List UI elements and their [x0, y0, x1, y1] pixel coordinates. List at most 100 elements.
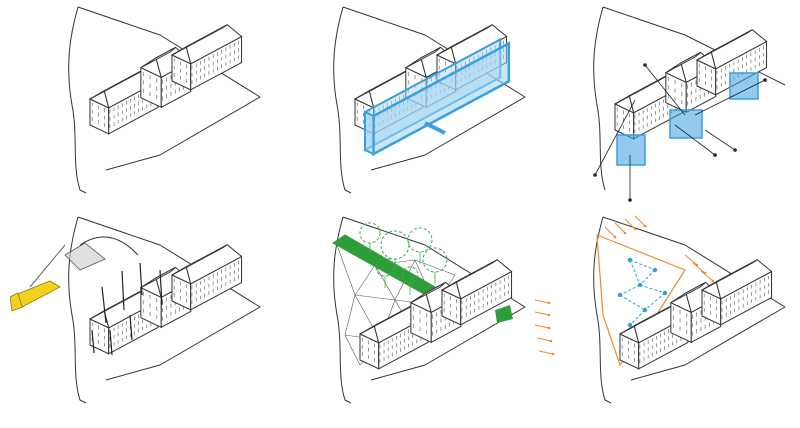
- roof-back-slope: [670, 281, 706, 304]
- support-pole: [109, 329, 113, 356]
- ray-end-dot: [763, 78, 767, 82]
- wind-arrow: [535, 311, 550, 316]
- airflow-node: [627, 322, 633, 328]
- canopy-arc: [79, 236, 139, 256]
- support-pole: [159, 269, 163, 306]
- roof-back-slope: [410, 281, 446, 304]
- site-outline: [342, 216, 526, 381]
- airflow-link: [639, 284, 666, 294]
- roof-back-slope: [405, 46, 441, 69]
- airflow-link: [639, 269, 656, 286]
- panel-svg: [68, 6, 261, 194]
- panel-svg: [333, 6, 526, 194]
- canopy-panel: [64, 242, 106, 271]
- panel-svg: [332, 216, 526, 404]
- view-ray: [594, 99, 636, 176]
- wind-arrow: [684, 254, 698, 266]
- roof-back-slope: [441, 259, 498, 291]
- airflow-link: [629, 259, 641, 286]
- ray-end-dot: [733, 148, 737, 152]
- building-east-wing: [170, 244, 243, 311]
- support-pole: [91, 329, 95, 354]
- ray-end-dot: [713, 153, 717, 157]
- wind-arrow: [624, 218, 636, 230]
- roof-back-slope: [701, 259, 758, 291]
- roof-back-slope: [696, 29, 753, 61]
- wind-arrow: [535, 299, 550, 304]
- wind-arrow-head: [623, 231, 627, 235]
- roof-back-slope: [665, 51, 701, 74]
- green-roof-end: [495, 305, 513, 323]
- airflow-node: [637, 282, 643, 288]
- ray-end-dot: [643, 63, 647, 67]
- airflow-link: [629, 259, 656, 271]
- panel-construction: [10, 215, 270, 425]
- panel-svg: [10, 216, 261, 404]
- site-boundary: [593, 216, 612, 404]
- wind-arrow-head: [633, 227, 637, 231]
- wind-arrow: [536, 337, 552, 342]
- roof-back-slope: [436, 24, 493, 56]
- view-ray: [694, 79, 766, 116]
- airflow-link: [619, 284, 641, 296]
- wind-arrow-head: [711, 279, 715, 283]
- glass-volume-end: [364, 110, 375, 156]
- site-boundary: [68, 216, 87, 404]
- support-pole: [129, 314, 133, 341]
- airflow-node: [642, 307, 648, 313]
- airflow-link: [619, 294, 646, 311]
- building-east-wing: [170, 24, 243, 91]
- panel-green-canopy: [275, 215, 535, 425]
- wind-arrow-head: [613, 235, 617, 239]
- roof-back-slope: [140, 46, 176, 69]
- wind-arrow: [604, 226, 616, 238]
- site-boundary: [68, 6, 87, 194]
- crane-arm: [29, 244, 66, 288]
- wind-arrow-head: [547, 326, 551, 330]
- canopy-net-edge: [336, 244, 356, 296]
- view-ray: [644, 64, 686, 116]
- site-outline: [77, 6, 261, 171]
- wind-arrow: [692, 262, 706, 274]
- panel-base-site: [10, 5, 270, 215]
- tree-crown: [375, 257, 395, 277]
- wind-arrow-head: [643, 224, 647, 228]
- building-west-wing: [358, 304, 429, 370]
- tree-crown: [407, 227, 433, 253]
- site-boundary: [593, 6, 606, 191]
- wind-arrow-head: [549, 339, 553, 343]
- wind-arrow-head: [547, 301, 551, 305]
- wind-arrow: [700, 270, 714, 282]
- site-outline: [77, 216, 261, 381]
- ray-end-dot: [593, 173, 597, 177]
- site-outline: [342, 6, 526, 171]
- panel-glass-pavilions: [535, 5, 795, 215]
- panel-glass-volume: [275, 5, 535, 215]
- tree-crown: [422, 247, 448, 273]
- wind-arrow: [634, 215, 646, 227]
- ray-end-dot: [628, 198, 632, 202]
- roof-back-slope: [171, 24, 228, 56]
- airflow-node: [652, 267, 658, 273]
- support-pole: [121, 270, 125, 311]
- wind-arrow: [614, 222, 626, 234]
- canopy-net-edge: [344, 334, 361, 366]
- wind-arrow: [538, 350, 554, 355]
- glass-pavilion: [616, 134, 646, 166]
- view-ray: [704, 129, 736, 151]
- building-east-wing: [695, 29, 768, 96]
- wind-arrow: [535, 324, 550, 329]
- canopy-net-edge: [414, 259, 456, 276]
- building-east-wing: [440, 259, 513, 326]
- crane-truck-cab: [10, 292, 23, 312]
- canopy-net-edge: [354, 264, 376, 296]
- airflow-node: [617, 292, 623, 298]
- panel-svg: [535, 215, 786, 404]
- panel-climate-flow: [535, 215, 795, 425]
- glass-bridge: [424, 121, 446, 135]
- building-east-wing: [700, 259, 773, 326]
- airflow-node: [627, 257, 633, 263]
- view-ray: [674, 124, 716, 156]
- wind-arrow-head: [547, 313, 551, 317]
